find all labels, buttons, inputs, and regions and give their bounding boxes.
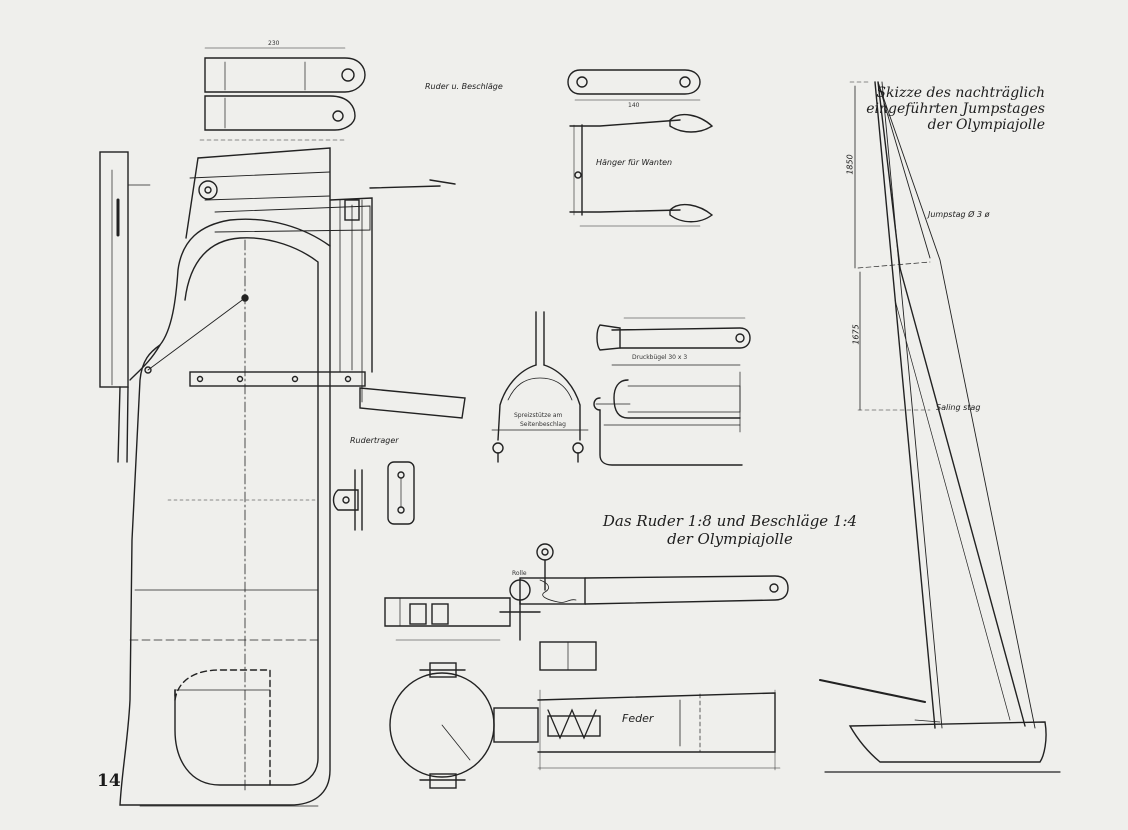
rudder-title: Das Ruder 1:8 und Beschläge 1:4 der Olym… [600,512,860,548]
dim-1850: 1850 [845,154,855,175]
rudder-side-strip [99,151,151,463]
jumpstay-title: Skizze des nachträglich eingeführten Jum… [860,85,1045,133]
pressure-bracket [593,317,751,466]
dim-230: 230 [268,40,280,47]
shroud-hanger [567,69,714,227]
rudder-head [185,147,466,419]
label-haenger: Hänger für Wanten [596,158,673,167]
pintle-fittings-top [199,47,366,141]
jumpstay-title-line3: der Olympiajolle [927,117,1045,133]
rudder-bracket [332,461,415,531]
dim-140: 140 [628,102,640,109]
page-number: 14 [97,771,121,791]
rudder-blade [119,218,331,807]
dim-1675: 1675 [851,324,861,345]
rudder-title-line2: der Olympiajolle [667,530,793,548]
label-feder: Feder [622,712,654,725]
jumpstay-title-line1: Skizze des nachträglich [876,85,1045,101]
label-spreizstuetze: Spreizstütze am [514,412,563,419]
label-rudertrager: Rudertrager [350,436,399,445]
label-rolle: Rolle [512,570,527,577]
label-ruder-beschlaege: Ruder u. Beschläge [425,82,503,91]
spreader-yoke [491,311,589,463]
label-druckbuegel: Druckbügel 30 x 3 [632,354,688,361]
rudder-title-line1: Das Ruder 1:8 und Beschläge 1:4 [602,512,858,530]
label-jumpstag: Jumpstag Ø 3 ø [928,210,990,219]
jumpstay-title-line2: eingeführten Jumpstages [866,101,1045,117]
label-salingstag: Saling stag [936,403,981,412]
spring-clamp-fitting [389,662,781,789]
tiller-hinge-fitting [384,543,789,671]
jumpstay-sketch [819,81,1061,773]
label-seitenbeschlag: Seitenbeschlag [520,421,566,428]
